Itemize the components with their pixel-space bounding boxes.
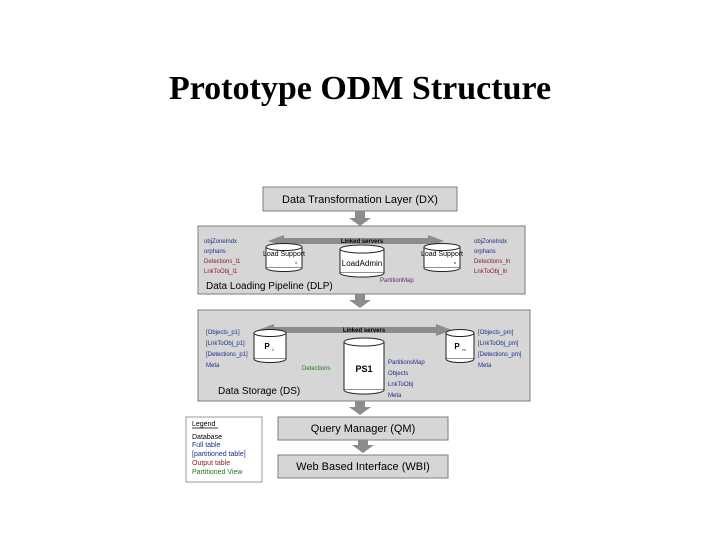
arrow-ds-qm	[349, 401, 371, 415]
dlp-partition-map: PartitionMap	[380, 278, 414, 284]
wbi-box	[277, 454, 449, 479]
pm-db: P m	[445, 329, 475, 363]
arrow-dlp-ds	[349, 294, 371, 308]
legend-item-partitioned-table: [partitioned table]	[192, 451, 246, 458]
legend-item-output-table: Output table	[192, 460, 230, 467]
load-admin-label: LoadAdmin	[342, 259, 382, 268]
dlp-panel: Linked servers Load Support 1 LoadAdmin …	[197, 225, 526, 295]
dlp-right-item: objZoneIndx	[474, 239, 507, 245]
pm-sub: m	[462, 347, 466, 352]
qm-layer: Query Manager (QM)	[277, 416, 449, 441]
legend-item-database: Database	[192, 434, 222, 441]
dlp-left-item: objZoneIndx	[204, 239, 237, 245]
arrow-dx-dlp	[349, 211, 371, 226]
load-support-right-label: Load Support	[421, 251, 463, 258]
legend-title: Legend	[192, 421, 215, 428]
ds-detections: Detections	[302, 366, 330, 372]
ds-right-item: [Objects_pm]	[478, 330, 514, 336]
legend: Legend Database Full table [partitioned …	[185, 416, 263, 483]
ps1-item: LnkToObj	[388, 382, 413, 388]
load-support-left-db: Load Support 1	[263, 243, 305, 272]
ds-linked-servers-label: Linked servers	[343, 328, 386, 334]
dlp-left-item: orphans	[204, 249, 226, 255]
dlp-left-item: LnkToObj_l1	[204, 269, 238, 275]
dlp-linked-servers-arrow	[268, 235, 444, 247]
ps1-label: PS1	[355, 364, 372, 374]
page-title: Prototype ODM Structure	[168, 70, 552, 107]
wbi-label: Web Based Interface (WBI)	[296, 461, 430, 473]
dx-layer: Data Transformation Layer (DX)	[262, 186, 458, 212]
load-support-right-sub: n	[454, 260, 456, 265]
ds-left-item: [Detections_p1]	[206, 352, 248, 358]
dlp-label: Data Loading Pipeline (DLP)	[206, 281, 333, 292]
dx-label: Data Transformation Layer (DX)	[282, 194, 438, 206]
load-support-right-db: Load Support n	[421, 243, 463, 272]
ps1-item: PartitionsMap	[388, 360, 425, 366]
ds-right-item: [Detections_pm]	[478, 352, 522, 358]
dlp-right-item: Detections_ln	[474, 259, 510, 265]
dx-box	[262, 186, 458, 212]
legend-item-full-table: Full table	[192, 442, 221, 449]
p1-sub: 1	[272, 347, 275, 352]
qm-label: Query Manager (QM)	[311, 423, 416, 435]
ps1-db: PS1	[343, 337, 385, 395]
ps1-item: Meta	[388, 393, 402, 399]
load-support-left-label: Load Support	[263, 251, 305, 258]
dlp-linked-servers-label: Linked servers	[341, 239, 384, 245]
ds-left-item: [LnkToObj_p1]	[206, 341, 245, 347]
dlp-right-item: LnkToObj_ln	[474, 269, 507, 275]
ds-label: Data Storage (DS)	[218, 386, 300, 397]
ds-right-item: [LnkToObj_pm]	[478, 341, 519, 347]
pm-label: P	[454, 342, 460, 351]
load-admin-db: LoadAdmin	[339, 244, 385, 278]
load-support-left-sub: 1	[295, 260, 298, 265]
dlp-right-item: orphans	[474, 249, 496, 255]
p1-label: P	[264, 342, 270, 351]
ds-left-item: Meta	[206, 363, 220, 369]
wbi-layer: Web Based Interface (WBI)	[277, 454, 449, 479]
legend-item-partitioned-view: Partitioned View	[192, 469, 243, 476]
p1-db: P 1	[253, 329, 287, 363]
ds-panel: Linked servers P 1 P m PS1 Detections [O…	[197, 309, 531, 402]
ds-left-item: [Objects_p1]	[206, 330, 240, 336]
ds-right-item: Meta	[478, 363, 492, 369]
ps1-item: Objects	[388, 371, 408, 377]
ds-linked-servers-arrow	[258, 324, 452, 336]
arrow-qm-wbi	[352, 440, 374, 453]
dlp-left-item: Detections_l1	[204, 259, 241, 265]
